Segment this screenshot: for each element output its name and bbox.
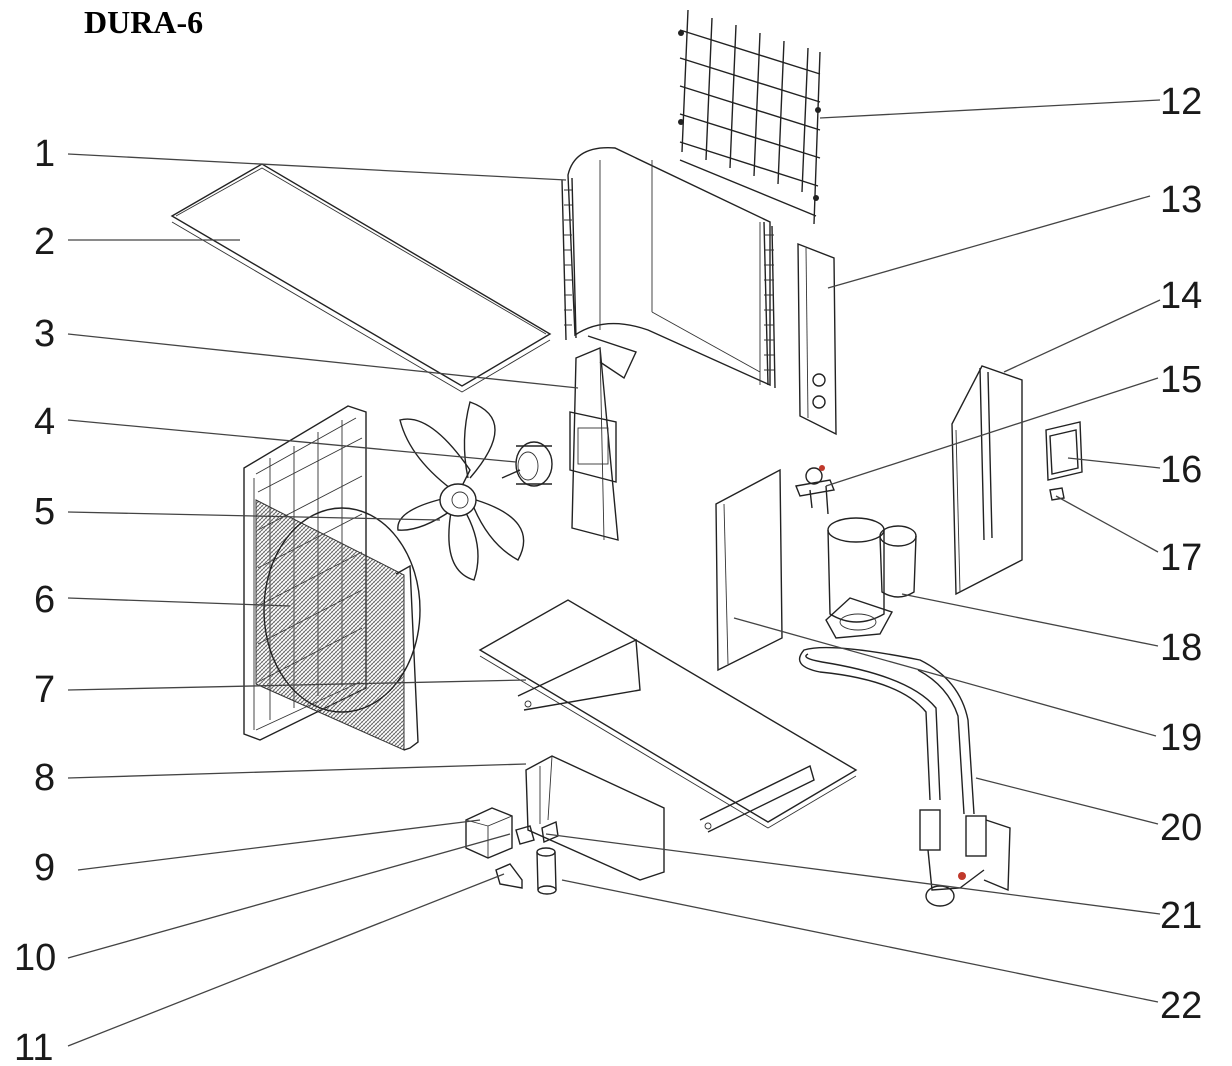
part-15-expansion-valve — [795, 465, 835, 515]
label-6: 6 — [34, 579, 55, 621]
label-21: 21 — [1160, 895, 1202, 937]
label-22: 22 — [1160, 985, 1202, 1027]
label-19: 19 — [1160, 717, 1202, 759]
part-11-bracket — [495, 863, 523, 889]
part-6-front-panel — [243, 405, 421, 751]
label-7: 7 — [34, 669, 55, 711]
part-20-water-pipes — [798, 646, 1011, 907]
label-10: 10 — [14, 937, 56, 979]
label-16: 16 — [1160, 449, 1202, 491]
part-14-right-panel — [951, 365, 1023, 596]
part-4-fan-motor — [501, 441, 553, 487]
part-16-display-panel — [1045, 421, 1083, 481]
diagram-title: DURA-6 — [84, 4, 204, 40]
label-17: 17 — [1160, 537, 1202, 579]
part-9-cover-box — [465, 807, 513, 859]
label-3: 3 — [34, 313, 55, 355]
part-22-sensor — [536, 847, 557, 895]
part-12-grille — [678, 9, 821, 225]
label-13: 13 — [1160, 179, 1202, 221]
part-8-electric-box — [525, 755, 665, 881]
part-17-clip — [1049, 487, 1065, 501]
part-13-side-panel — [797, 242, 837, 436]
part-18-compressor — [825, 517, 917, 639]
label-20: 20 — [1160, 807, 1202, 849]
part-19-panel — [715, 468, 783, 672]
label-11: 11 — [14, 1027, 53, 1066]
part-number-labels: 1 2 3 4 5 6 7 8 9 10 11 12 13 14 15 16 1… — [14, 81, 1202, 1066]
leader-lines — [67, 99, 1161, 1047]
label-8: 8 — [34, 757, 55, 799]
part-7-base-plate — [478, 599, 858, 833]
label-9: 9 — [34, 847, 55, 889]
label-18: 18 — [1160, 627, 1202, 669]
part-1-evaporator-coil — [561, 147, 776, 389]
part-5-fan-blade — [397, 401, 525, 581]
label-4: 4 — [34, 401, 55, 443]
label-14: 14 — [1160, 275, 1202, 317]
label-15: 15 — [1160, 359, 1202, 401]
label-5: 5 — [34, 491, 55, 533]
label-2: 2 — [34, 221, 55, 263]
label-1: 1 — [34, 133, 55, 175]
part-2-top-panel — [170, 163, 552, 393]
part-3-partition-plate — [569, 335, 637, 541]
label-12: 12 — [1160, 81, 1202, 123]
